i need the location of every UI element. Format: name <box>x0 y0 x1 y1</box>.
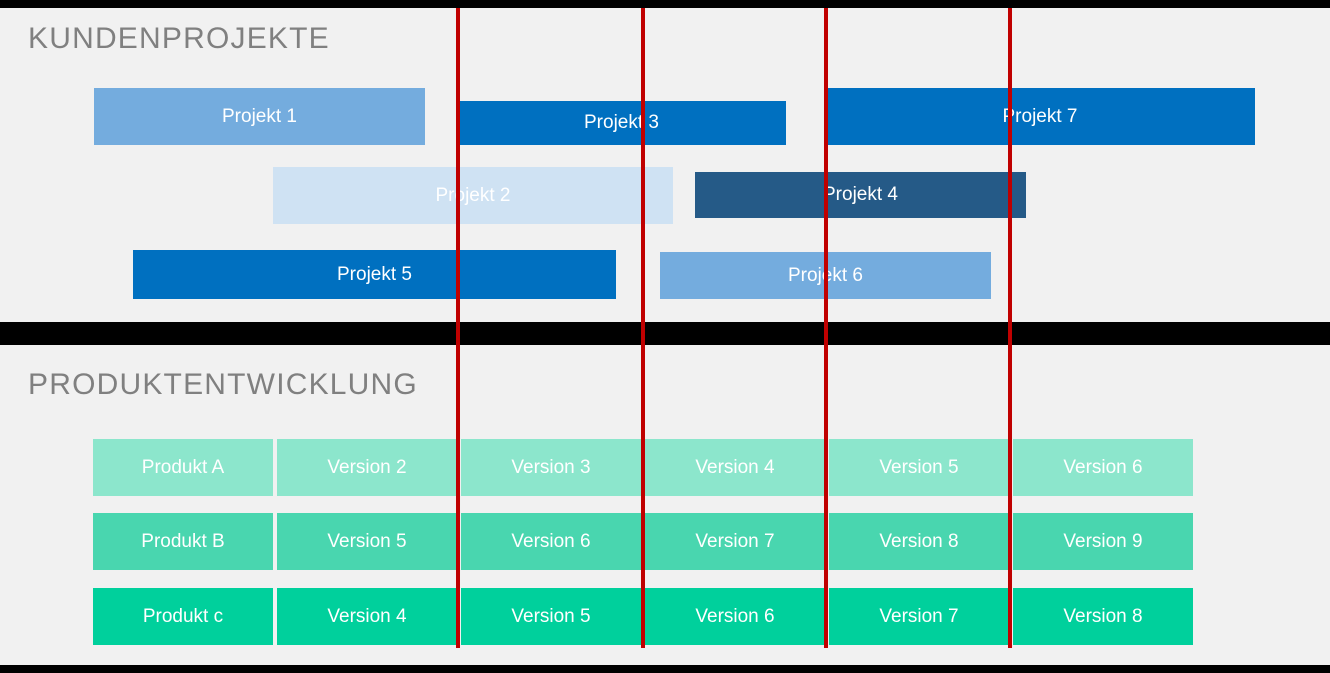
product-version-cell[interactable]: Version 4 <box>645 439 825 496</box>
gantt-bar[interactable]: Projekt 1 <box>94 88 425 145</box>
product-version-cell[interactable]: Version 6 <box>645 588 825 645</box>
product-version-cell[interactable]: Version 9 <box>1013 513 1193 570</box>
product-name-cell[interactable]: Produkt B <box>93 513 273 570</box>
gantt-bar[interactable]: Projekt 4 <box>695 172 1026 218</box>
product-version-cell[interactable]: Version 8 <box>1013 588 1193 645</box>
milestone-line-1 <box>456 343 460 648</box>
gantt-bar[interactable]: Projekt 5 <box>133 250 616 299</box>
product-version-cell[interactable]: Version 5 <box>829 439 1009 496</box>
product-name-cell[interactable]: Produkt c <box>93 588 273 645</box>
product-version-cell[interactable]: Version 7 <box>829 588 1009 645</box>
product-version-cell[interactable]: Version 7 <box>645 513 825 570</box>
product-version-cell[interactable]: Version 3 <box>461 439 641 496</box>
milestone-line-3 <box>824 8 828 343</box>
milestone-line-1 <box>456 8 460 343</box>
product-version-cell[interactable]: Version 2 <box>277 439 457 496</box>
milestone-line-2 <box>641 343 645 648</box>
product-name-cell[interactable]: Produkt A <box>93 439 273 496</box>
gantt-bar[interactable]: Projekt 2 <box>273 167 673 224</box>
product-version-cell[interactable]: Version 4 <box>277 588 457 645</box>
product-version-cell[interactable]: Version 5 <box>461 588 641 645</box>
milestone-line-4 <box>1008 343 1012 648</box>
product-version-cell[interactable]: Version 6 <box>461 513 641 570</box>
product-version-cell[interactable]: Version 5 <box>277 513 457 570</box>
milestone-line-3 <box>824 343 828 648</box>
product-development-title: PRODUKTENTWICKLUNG <box>28 368 418 401</box>
gantt-bar[interactable]: Projekt 7 <box>825 88 1255 145</box>
milestone-line-2 <box>641 8 645 343</box>
gantt-bar[interactable]: Projekt 3 <box>457 101 786 145</box>
customer-projects-title: KUNDENPROJEKTE <box>28 22 330 55</box>
milestone-line-4 <box>1008 8 1012 343</box>
product-version-cell[interactable]: Version 6 <box>1013 439 1193 496</box>
product-version-cell[interactable]: Version 8 <box>829 513 1009 570</box>
